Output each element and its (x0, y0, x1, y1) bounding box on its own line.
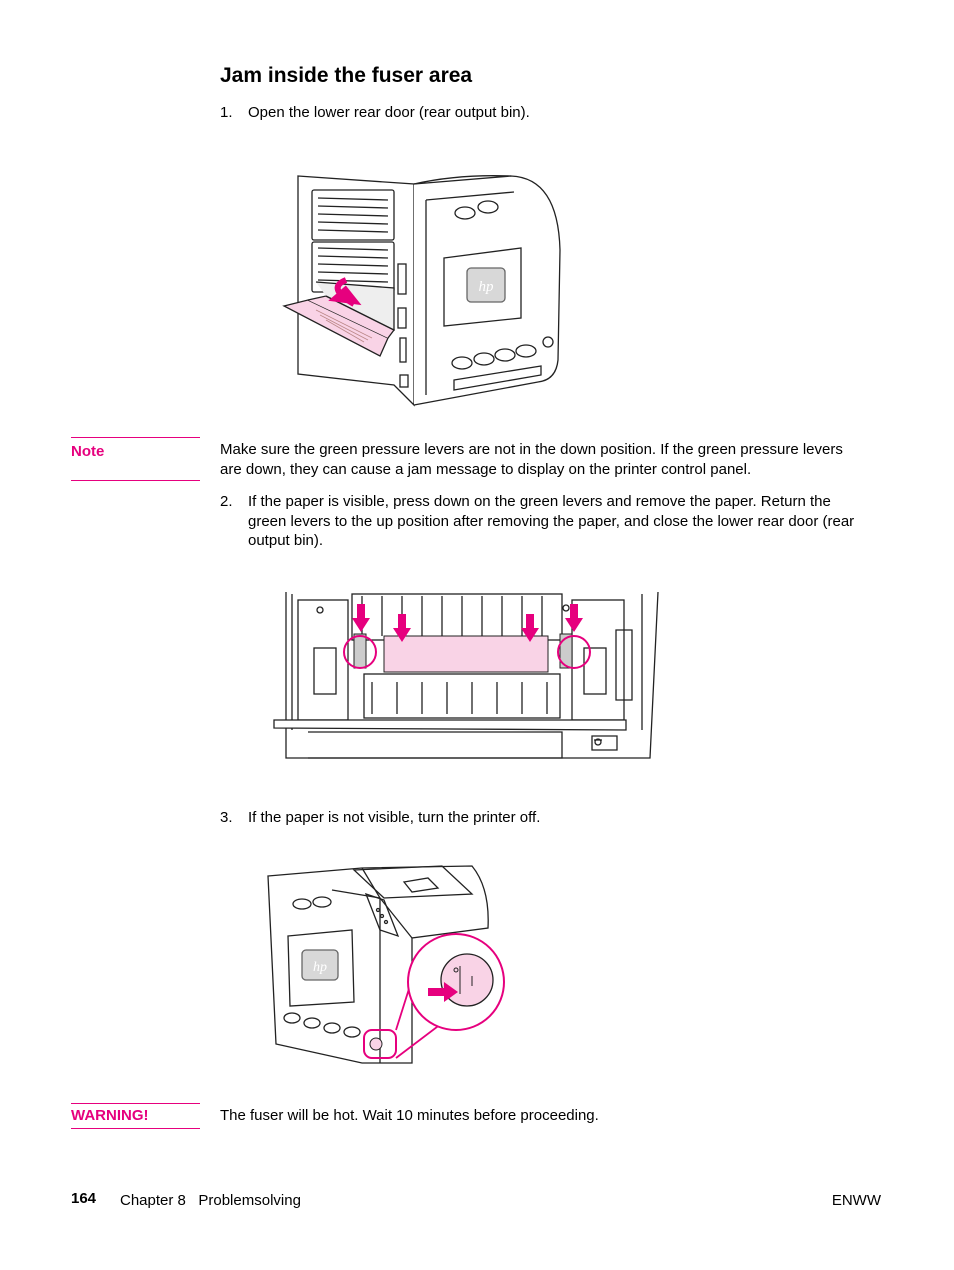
note-label-box: Note (71, 437, 200, 481)
step-number: 1. (220, 104, 233, 121)
warning-label: WARNING! (71, 1107, 149, 1124)
footer-chapter: Chapter 8 Problemsolving (120, 1192, 301, 1209)
step-text: If the paper is not visible, turn the pr… (248, 809, 541, 826)
note-label: Note (71, 443, 105, 460)
warning-label-box: WARNING! (71, 1103, 200, 1129)
step-text: If the paper is visible, press down on t… (248, 493, 855, 549)
note-text: Make sure the green pressure levers are … (220, 441, 843, 478)
printer-power-switch-illustration: hp (267, 865, 505, 1064)
step-text: Open the lower rear door (rear output bi… (248, 104, 530, 121)
step-number: 3. (220, 809, 233, 826)
warning-text: The fuser will be hot. Wait 10 minutes b… (220, 1107, 599, 1124)
printer-rear-door-open-illustration: hp (282, 175, 561, 407)
footer-right: ENWW (831, 1192, 881, 1209)
svg-text:hp: hp (313, 960, 327, 975)
step-1: 1. Open the lower rear door (rear output… (220, 103, 860, 123)
step-number: 2. (220, 493, 233, 510)
step-3: 3. If the paper is not visible, turn the… (220, 808, 860, 828)
svg-text:hp: hp (479, 279, 495, 295)
step-2: 2. If the paper is visible, press down o… (220, 492, 860, 551)
fuser-levers-illustration (273, 591, 659, 759)
page-number: 164 (71, 1190, 97, 1207)
section-heading: Jam inside the fuser area (220, 64, 473, 87)
